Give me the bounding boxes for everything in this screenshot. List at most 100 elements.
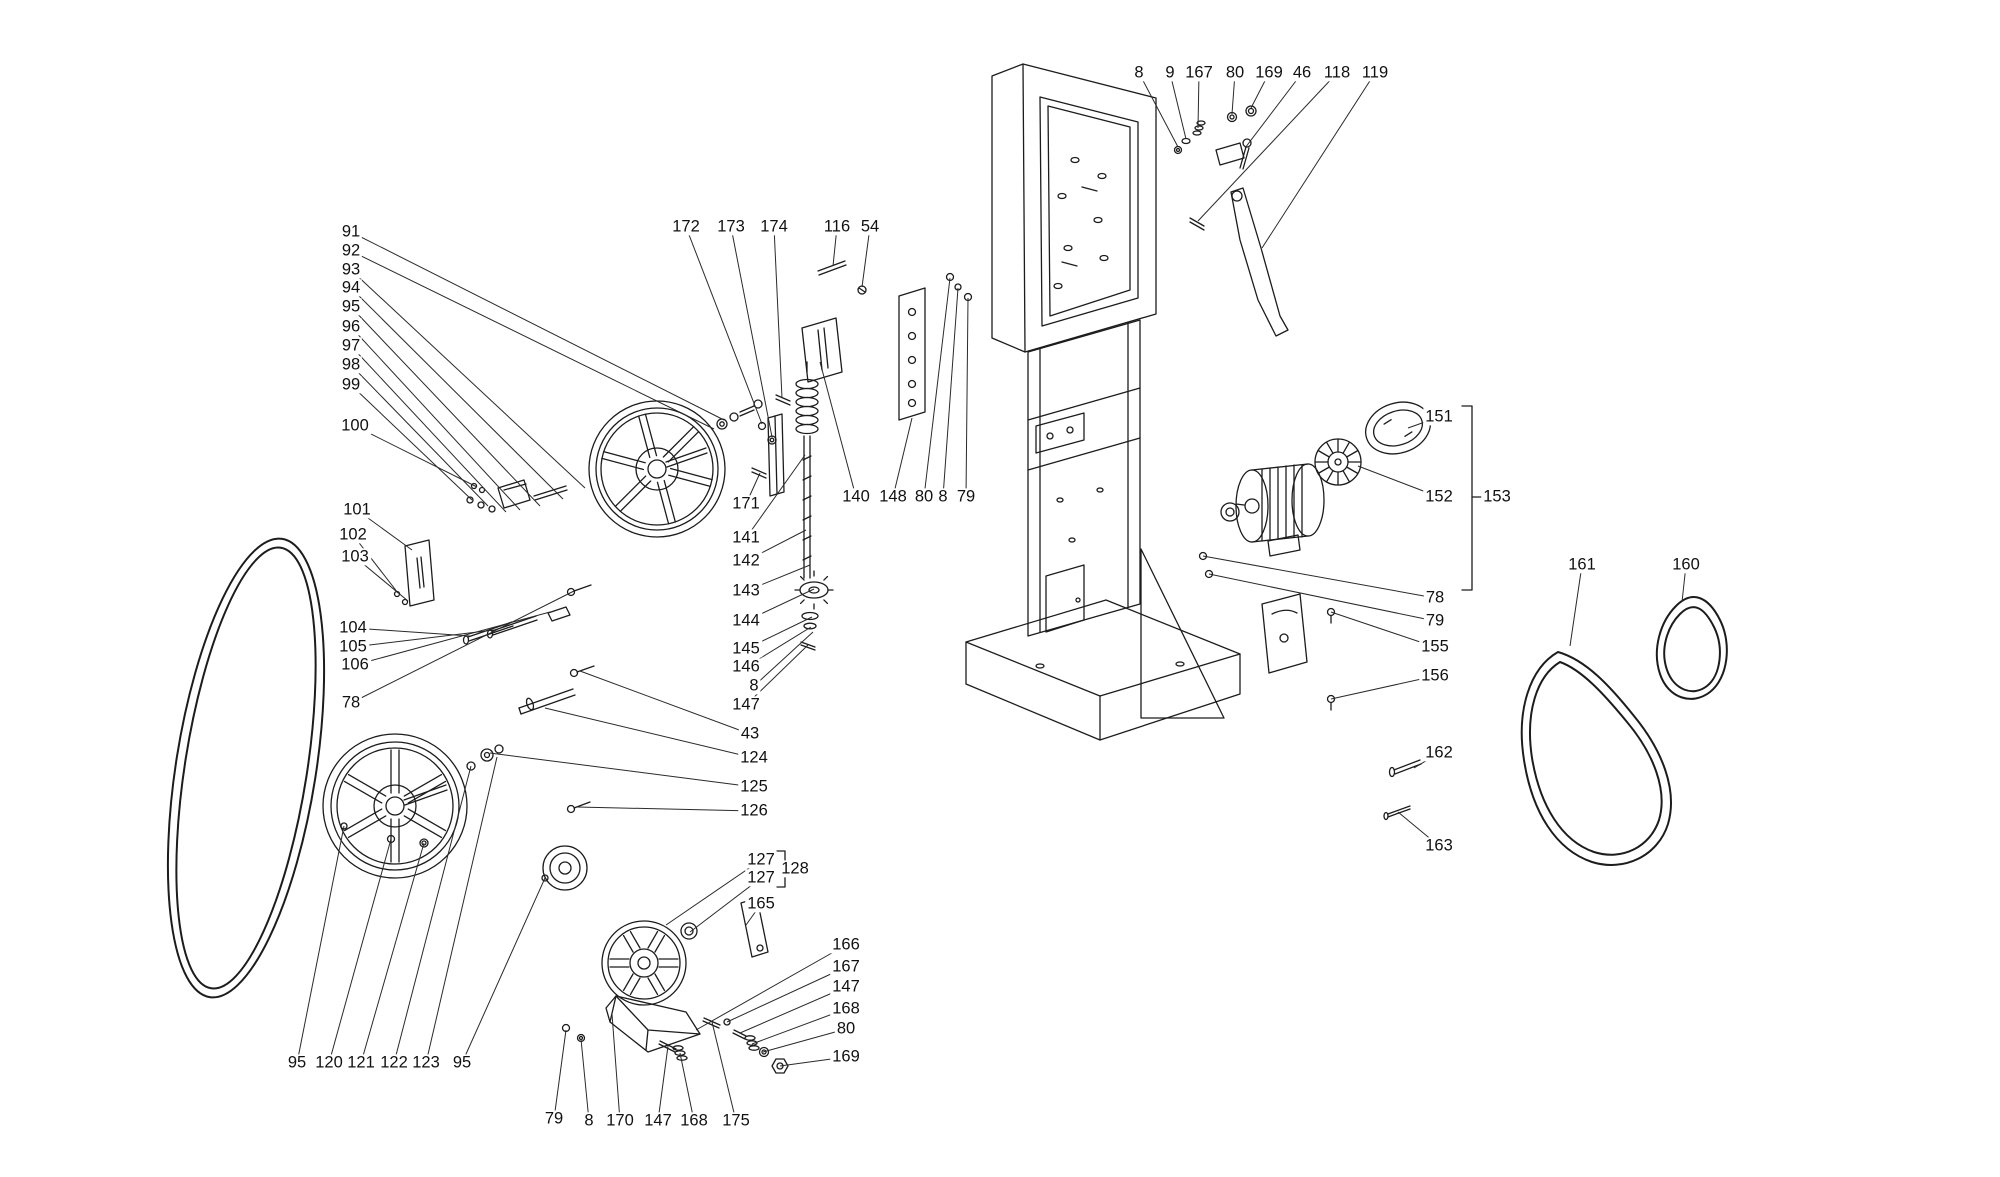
part-label-46: 46 xyxy=(1290,63,1314,82)
part-label-121: 121 xyxy=(345,1053,377,1072)
part-label-43: 43 xyxy=(738,724,762,743)
part-label-172: 172 xyxy=(670,217,702,236)
part-label-100: 100 xyxy=(339,416,371,435)
part-label-168: 168 xyxy=(830,999,862,1018)
part-label-124: 124 xyxy=(738,748,770,767)
part-label-92: 92 xyxy=(339,241,363,260)
part-label-122: 122 xyxy=(378,1053,410,1072)
part-label-148: 148 xyxy=(877,487,909,506)
part-label-165: 165 xyxy=(745,894,777,913)
part-label-147: 147 xyxy=(830,977,862,996)
part-label-125: 125 xyxy=(738,777,770,796)
upper-wheel-icon xyxy=(588,400,726,538)
part-label-151: 151 xyxy=(1423,407,1455,426)
part-label-152: 152 xyxy=(1423,487,1455,506)
tension-spring-assembly xyxy=(794,361,834,651)
fan-impeller-icon xyxy=(1314,438,1362,486)
part-label-162: 162 xyxy=(1423,743,1455,762)
lower-wheel-icon xyxy=(322,733,468,879)
part-label-91: 91 xyxy=(339,222,363,241)
part-label-95: 95 xyxy=(450,1053,474,1072)
part-label-140: 140 xyxy=(840,487,872,506)
blade-tension-lever-icon xyxy=(1230,187,1289,337)
saw-blade-band-icon xyxy=(166,537,326,999)
part-label-153: 153 xyxy=(1481,487,1513,506)
part-label-105: 105 xyxy=(337,637,369,656)
motor-icon xyxy=(1220,463,1325,557)
part-label-103: 103 xyxy=(339,547,371,566)
part-label-144: 144 xyxy=(730,611,762,630)
part-label-123: 123 xyxy=(410,1053,442,1072)
bracket-140-icon xyxy=(801,317,843,383)
pivot-door-155-icon xyxy=(1261,593,1336,711)
guard-post-and-pins xyxy=(716,394,791,497)
part-label-147: 147 xyxy=(642,1111,674,1130)
part-label-119: 119 xyxy=(1359,63,1391,82)
part-label-127: 127 xyxy=(745,868,777,887)
part-label-126: 126 xyxy=(738,801,770,820)
part-label-169: 169 xyxy=(830,1047,862,1066)
part-label-78: 78 xyxy=(1423,588,1447,607)
part-label-116: 116 xyxy=(821,217,853,236)
part-label-167: 167 xyxy=(830,957,862,976)
part-label-171: 171 xyxy=(730,494,762,513)
drive-belt-large-icon xyxy=(1520,651,1672,866)
part-label-93: 93 xyxy=(339,260,363,279)
part-label-166: 166 xyxy=(830,935,862,954)
part-label-145: 145 xyxy=(730,639,762,658)
guide-roller-icon xyxy=(541,845,698,940)
part-label-143: 143 xyxy=(730,581,762,600)
part-label-80: 80 xyxy=(912,487,936,506)
part-label-80: 80 xyxy=(834,1019,858,1038)
part-label-170: 170 xyxy=(604,1111,636,1130)
part-label-167: 167 xyxy=(1183,63,1215,82)
part-label-8: 8 xyxy=(582,1111,596,1130)
upper-wheel-spokes xyxy=(601,413,713,525)
part-label-169: 169 xyxy=(1253,63,1285,82)
drive-belt-small-icon xyxy=(1655,596,1728,700)
part-label-174: 174 xyxy=(758,217,790,236)
part-label-168: 168 xyxy=(678,1111,710,1130)
part-label-79: 79 xyxy=(954,487,978,506)
part-label-104: 104 xyxy=(337,618,369,637)
part-label-79: 79 xyxy=(1423,611,1447,630)
part-label-8: 8 xyxy=(936,487,950,506)
part-label-147: 147 xyxy=(730,695,762,714)
part-label-96: 96 xyxy=(339,317,363,336)
part-label-99: 99 xyxy=(339,375,363,394)
leader-lines xyxy=(296,72,1687,1122)
part-label-95: 95 xyxy=(339,297,363,316)
part-label-161: 161 xyxy=(1566,555,1598,574)
part-label-98: 98 xyxy=(339,355,363,374)
part-label-101: 101 xyxy=(341,500,373,519)
part-label-118: 118 xyxy=(1321,63,1353,82)
part-label-156: 156 xyxy=(1419,666,1451,685)
part-label-80: 80 xyxy=(1223,63,1247,82)
part-label-120: 120 xyxy=(313,1053,345,1072)
blade-guide-cluster xyxy=(466,479,568,513)
part-label-146: 146 xyxy=(730,657,762,676)
bottom-fastener-row xyxy=(561,1017,789,1074)
part-label-102: 102 xyxy=(337,525,369,544)
part-label-94: 94 xyxy=(339,278,363,297)
part-label-127: 127 xyxy=(745,850,777,869)
part-label-8: 8 xyxy=(747,676,761,695)
mount-bracket-166-icon xyxy=(605,995,701,1053)
part-label-175: 175 xyxy=(720,1111,752,1130)
part-label-128: 128 xyxy=(779,859,811,878)
part-label-155: 155 xyxy=(1419,637,1451,656)
part-label-141: 141 xyxy=(730,528,762,547)
tension-pulley-icon xyxy=(601,920,687,1006)
part-label-106: 106 xyxy=(339,655,371,674)
frame-column-icon xyxy=(965,63,1245,741)
part-label-8: 8 xyxy=(1132,63,1146,82)
part-label-142: 142 xyxy=(730,551,762,570)
part-label-79: 79 xyxy=(542,1109,566,1128)
shaft-and-fasteners-43-126 xyxy=(340,665,595,848)
part-label-95: 95 xyxy=(285,1053,309,1072)
part-label-160: 160 xyxy=(1670,555,1702,574)
